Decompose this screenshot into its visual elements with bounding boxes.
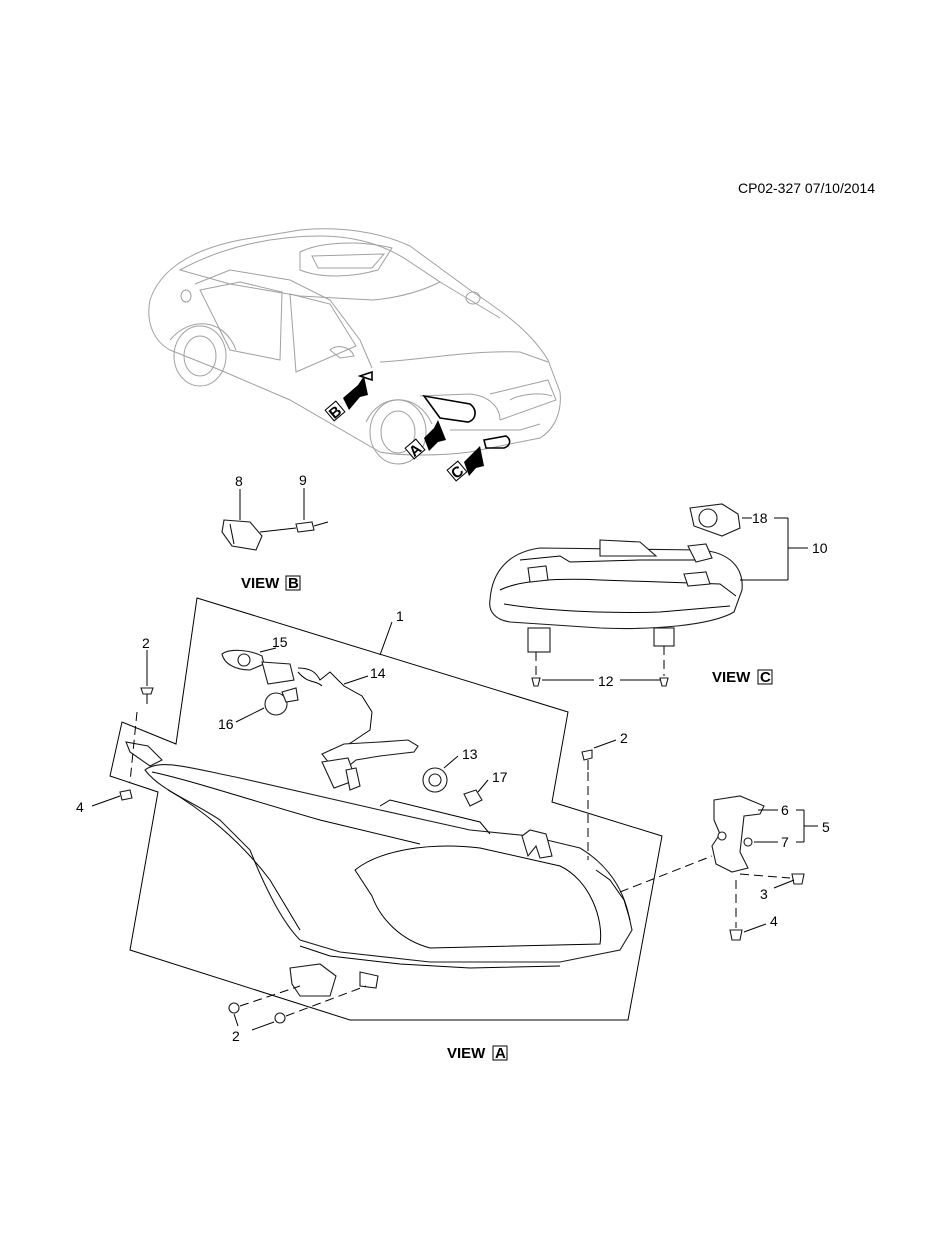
callout-10: 10 (812, 540, 828, 556)
svg-text:A: A (406, 440, 425, 460)
view-b-letter: B (288, 575, 299, 592)
view-c-prefix: VIEW (712, 669, 751, 686)
headlamp-assembly (144, 764, 633, 963)
callout-6: 6 (781, 802, 789, 818)
bolt-3 (791, 873, 805, 885)
callout-5: 5 (822, 819, 830, 835)
callout-4-right: 4 (770, 913, 778, 929)
callout-4-left: 4 (76, 799, 84, 815)
callout-12: 12 (598, 673, 614, 689)
callout-16: 16 (218, 716, 234, 732)
document-id: CP02-327 07/10/2014 (738, 180, 875, 196)
bulb-16 (264, 692, 288, 716)
assembly-frame (109, 597, 663, 1021)
callout-13: 13 (462, 746, 478, 762)
view-b-prefix: VIEW (241, 575, 280, 592)
arrow-a: A (404, 420, 446, 461)
view-b-box (285, 575, 301, 591)
view-a-box (492, 1045, 508, 1061)
svg-text:B: B (326, 402, 345, 422)
view-c-group: 12 18 10 VIEW C (489, 503, 828, 689)
callout-14: 14 (370, 665, 386, 681)
callout-3: 3 (760, 886, 768, 902)
callout-2-bottom: 2 (232, 1028, 240, 1044)
bulb-17 (463, 789, 483, 807)
arrow-c: C (446, 446, 484, 483)
callout-18: 18 (752, 510, 768, 526)
view-c-box (757, 669, 773, 685)
vehicle-overview: B A C (148, 228, 561, 483)
view-b-group: 8 9 VIEW B (221, 472, 329, 592)
marker-bulb (295, 521, 315, 533)
view-c-letter: C (760, 669, 771, 686)
callout-17: 17 (492, 769, 508, 785)
callout-9: 9 (299, 472, 307, 488)
nut-4 (729, 929, 743, 941)
callout-8: 8 (235, 473, 243, 489)
view-a-prefix: VIEW (447, 1045, 486, 1062)
callout-1: 1 (396, 608, 404, 624)
view-a-group: 1 15 16 14 13 17 (76, 597, 830, 1062)
fog-lamp (489, 547, 743, 630)
callout-2-top-left: 2 (142, 635, 150, 651)
view-a-letter: A (495, 1045, 506, 1062)
callout-7: 7 (781, 834, 789, 850)
callout-2-right: 2 (620, 730, 628, 746)
callout-15: 15 (272, 634, 288, 650)
svg-text:C: C (448, 462, 467, 482)
arrow-b: B (324, 376, 368, 423)
side-marker-lamp (221, 519, 263, 551)
nut-7 (743, 837, 753, 847)
